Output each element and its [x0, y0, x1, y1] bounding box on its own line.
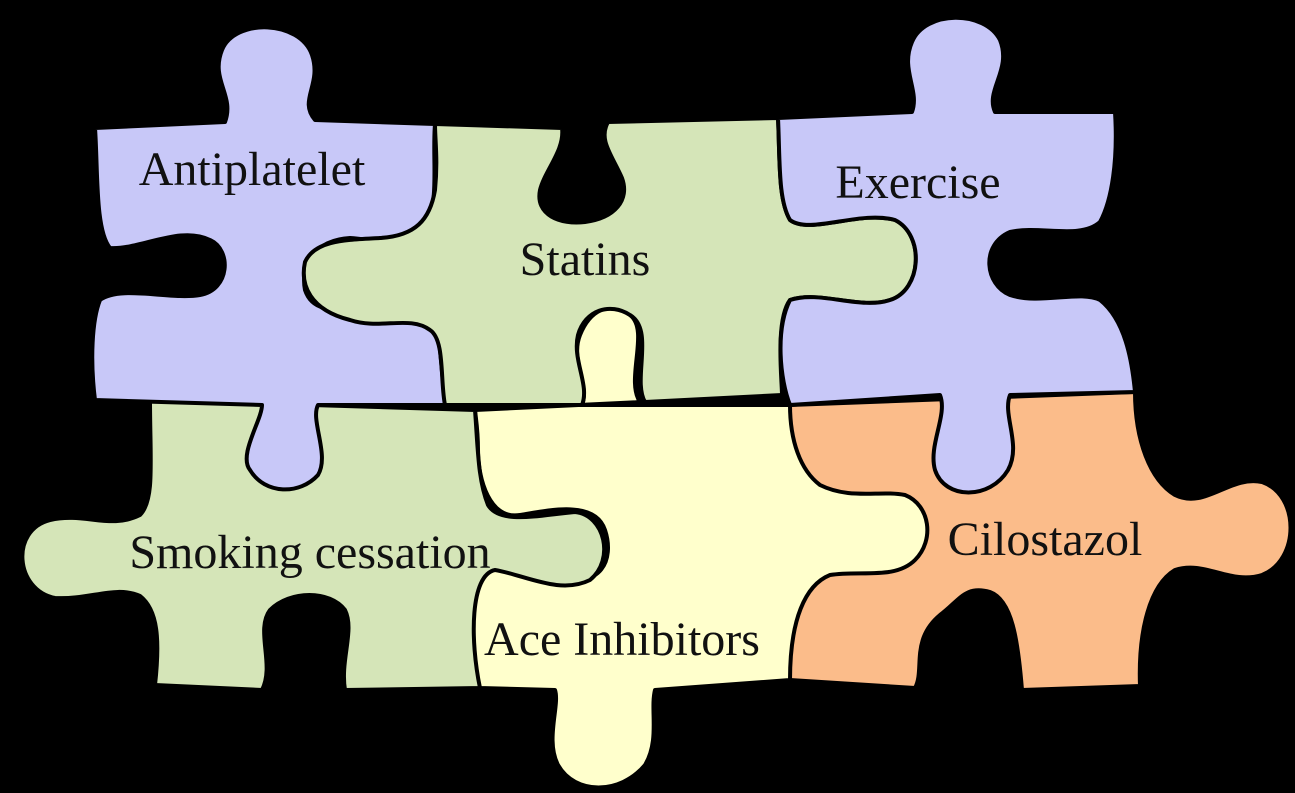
ace-inhibitors-label: Ace Inhibitors: [484, 613, 760, 666]
exercise-label: Exercise: [835, 156, 1000, 209]
cilostazol-label: Cilostazol: [948, 513, 1143, 566]
statins-label: Statins: [520, 233, 651, 286]
smoking-cessation-label: Smoking cessation: [129, 526, 490, 579]
antiplatelet-label: Antiplatelet: [139, 143, 366, 196]
